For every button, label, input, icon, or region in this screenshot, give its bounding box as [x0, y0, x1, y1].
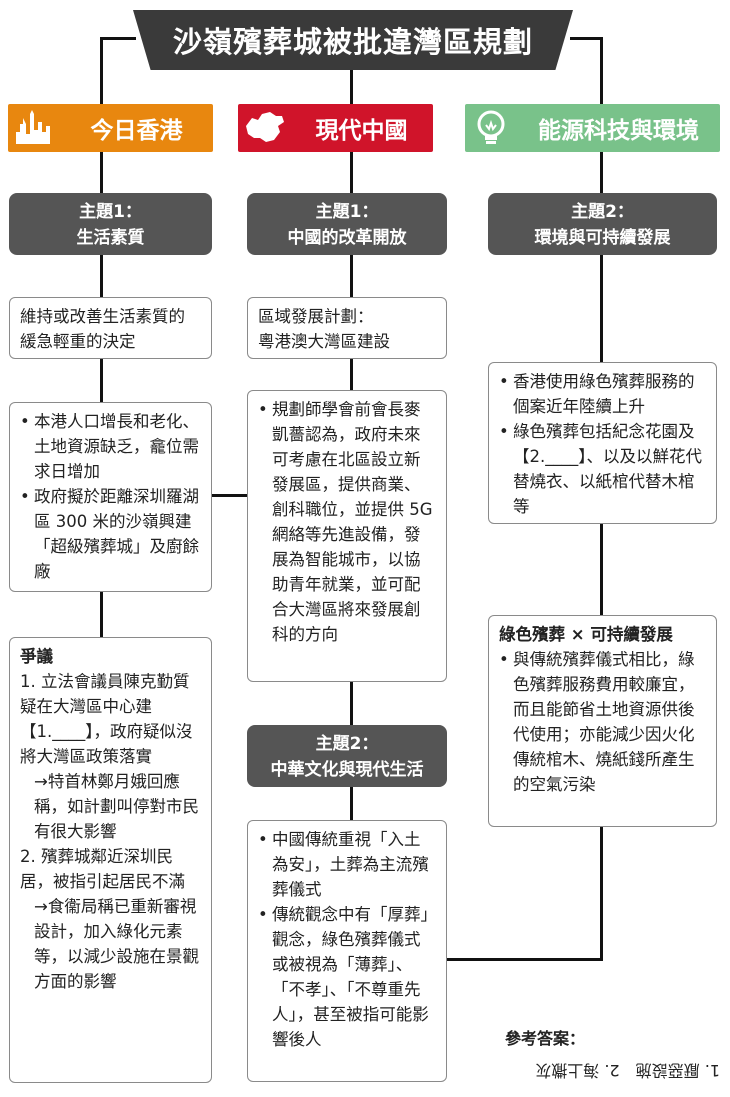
controversy-box: 爭議 1. 立法會議員陳克勤質疑在大灣區中心建【1.____】，政府疑似沒將大灣… — [9, 637, 212, 1083]
category-label: 現代中國 — [315, 118, 408, 144]
list-item: 規劃師學會前會長麥凱薔認為，政府未來可考慮在北區設立新發展區，提供商業、創科職位… — [258, 397, 436, 647]
controversy-heading: 爭議 — [20, 647, 53, 666]
theme-number: 主題2： — [315, 734, 379, 754]
controversy-item: 2. 殯葬城鄰近深圳民居，被指引起居民不滿 — [20, 847, 185, 891]
hong-kong-skyline-icon — [8, 104, 60, 152]
theme-title: 中華文化與現代生活 — [270, 760, 424, 780]
theme-hk-quality-of-life: 主題1： 生活素質 — [9, 193, 212, 255]
list-item: 中國傳統重視「入土為安」，土葬為主流殯葬儀式 — [258, 827, 436, 902]
answers-heading: 參考答案： — [505, 1029, 586, 1048]
theme-environment-sustainability: 主題2： 環境與可持續發展 — [488, 193, 717, 255]
category-label: 能源科技與環境 — [538, 118, 699, 144]
theme-number: 主題1： — [79, 202, 142, 222]
theme-chinese-culture-modern-life: 主題2： 中華文化與現代生活 — [247, 725, 447, 787]
category-label: 今日香港 — [90, 118, 183, 144]
connector-line — [100, 37, 136, 40]
connector-line — [210, 494, 250, 497]
category-hong-kong-today: 今日香港 — [8, 104, 213, 152]
theme-title: 環境與可持續發展 — [534, 228, 671, 248]
hk-decision-text: 維持或改善生活素質的緩急輕重的決定 — [20, 307, 185, 351]
connector-line — [447, 958, 603, 961]
list-item: 香港使用綠色殯葬服務的個案近年陸續上升 — [499, 369, 706, 419]
cn-culture-box: 中國傳統重視「入土為安」，土葬為主流殯葬儀式 傳統觀念中有「厚葬」觀念，綠色殯葬… — [247, 820, 447, 1082]
list-item: 本港人口增長和老化、土地資源缺乏，龕位需求日增加 — [20, 409, 201, 484]
light-bulb-icon — [465, 104, 517, 152]
connector-line — [100, 37, 103, 105]
connector-line — [100, 150, 103, 638]
controversy-item: 1. 立法會議員陳克勤質疑在大灣區中心建【1.____】，政府疑似沒將大灣區政策… — [20, 672, 193, 766]
answers-text-upside-down: 1. 厭惡設施 2. 海上撒灰 — [535, 1061, 720, 1080]
list-item: 綠色殯葬包括紀念花園及【2.____】、以及以鮮花代替燒衣、以紙棺代替木棺等 — [499, 419, 706, 519]
list-item: 傳統觀念中有「厚葬」觀念，綠色殯葬儀式或被視為「薄葬」、「不孝」、「不尊重先人」… — [258, 902, 436, 1052]
en-sustainability-box: 綠色殯葬 × 可持續發展 與傳統殯葬儀式相比，綠色殯葬服務費用較廉宜，而且能節省… — [488, 615, 717, 827]
theme-title: 生活素質 — [76, 228, 145, 248]
en-sustainability-heading: 綠色殯葬 × 可持續發展 — [499, 625, 673, 644]
theme-number: 主題1： — [315, 202, 379, 222]
controversy-response: →食衞局稱已重新審視設計，加入綠化元素等，以減少設施在景觀方面的影響 — [34, 897, 199, 991]
theme-china-reform: 主題1： 中國的改革開放 — [247, 193, 447, 255]
cn-plan-name: 粵港澳大灣區建設 — [258, 332, 390, 351]
theme-title: 中國的改革開放 — [287, 228, 407, 248]
china-map-icon — [238, 104, 290, 152]
category-modern-china: 現代中國 — [238, 104, 433, 152]
en-green-burial-box: 香港使用綠色殯葬服務的個案近年陸續上升 綠色殯葬包括紀念花園及【2.____】、… — [488, 362, 717, 524]
theme-number: 主題2： — [571, 202, 634, 222]
category-energy-tech-environment: 能源科技與環境 — [465, 104, 720, 152]
list-item: 與傳統殯葬儀式相比，綠色殯葬服務費用較廉宜，而且能節省土地資源供後代使用；亦能減… — [499, 647, 706, 797]
page-title: 沙嶺殯葬城被批違灣區規劃 — [133, 10, 573, 70]
hk-points-box: 本港人口增長和老化、土地資源缺乏，龕位需求日增加 政府擬於距離深圳羅湖區 300… — [9, 402, 212, 592]
connector-line — [600, 825, 603, 961]
list-item: 政府擬於距離深圳羅湖區 300 米的沙嶺興建「超級殯葬城」及廚餘廠 — [20, 484, 201, 584]
cn-planner-box: 規劃師學會前會長麥凱薔認為，政府未來可考慮在北區設立新發展區，提供商業、創科職位… — [247, 390, 447, 682]
hk-decision-box: 維持或改善生活素質的緩急輕重的決定 — [9, 297, 212, 359]
cn-plan-box: 區域發展計劃： 粵港澳大灣區建設 — [247, 297, 447, 359]
controversy-response: →特首林鄭月娥回應稱，如計劃叫停對市民有很大影響 — [34, 772, 199, 841]
connector-line — [350, 68, 353, 105]
connector-line — [600, 37, 603, 105]
cn-plan-label: 區域發展計劃： — [258, 307, 374, 326]
connector-line — [570, 37, 602, 40]
